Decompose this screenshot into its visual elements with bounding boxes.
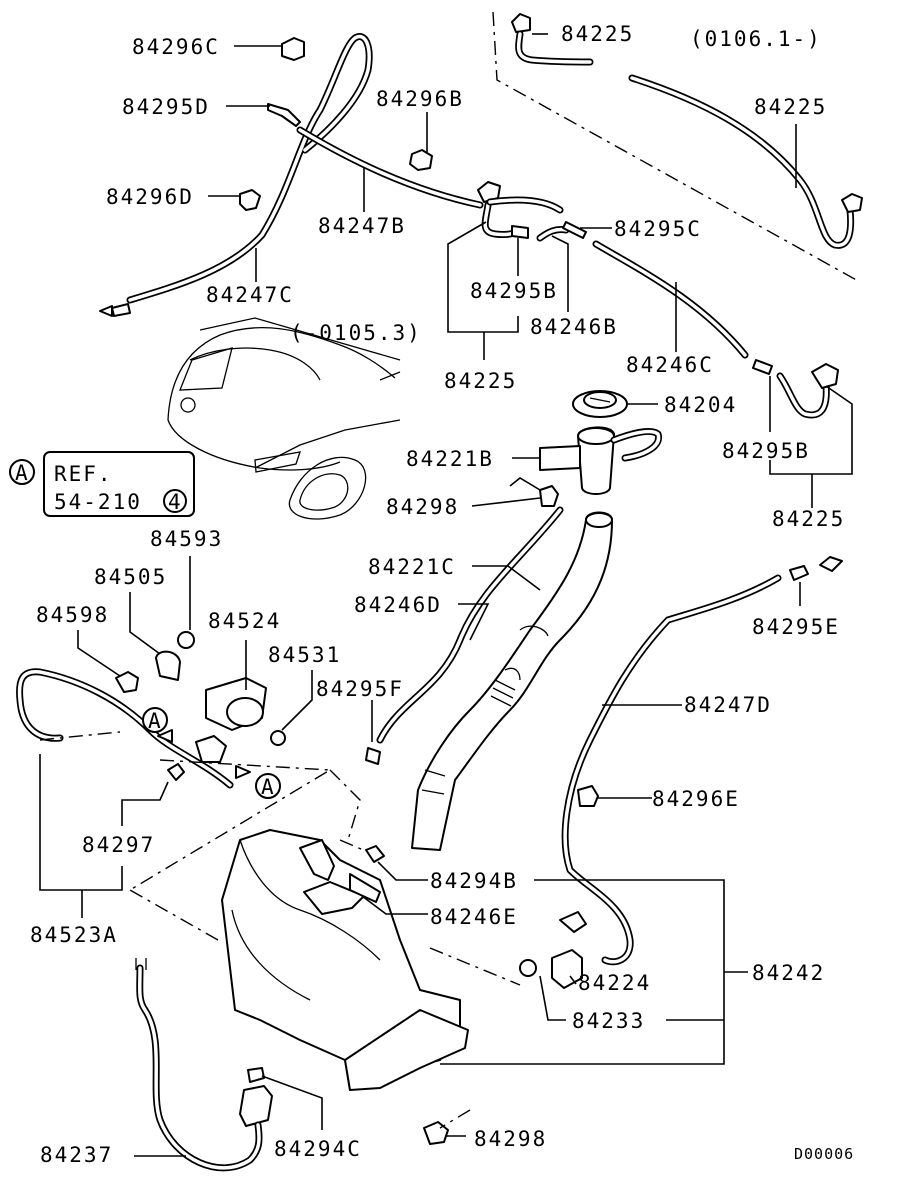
label-84298-top: 84298 — [386, 495, 459, 519]
joint-84295f — [365, 747, 381, 765]
label-84246d: 84246D — [354, 593, 442, 617]
date-range-divider — [492, 11, 861, 283]
marker-a1: A — [148, 709, 163, 733]
ref-sub-circle — [163, 489, 187, 513]
label-84295e: 84295E — [752, 615, 840, 639]
nozzle-84225-long — [628, 74, 863, 249]
ref-box — [43, 451, 195, 517]
label-84225-right: 84225 — [754, 95, 827, 119]
label-84221c: 84221C — [368, 555, 456, 579]
ref-marker: A — [15, 461, 30, 485]
label-84246e: 84246E — [430, 905, 518, 929]
clip-84296b — [409, 149, 433, 171]
cap-84204 — [572, 390, 628, 418]
marker-a2-circle — [255, 773, 281, 799]
label-84233: 84233 — [572, 1009, 645, 1033]
drawing-id: D00006 — [794, 1145, 854, 1163]
marker-a1-circle — [142, 707, 168, 733]
level-sensor-84294c — [239, 1085, 273, 1127]
marker-a2: A — [261, 775, 276, 799]
label-84296c: 84296C — [132, 35, 220, 59]
label-84296d: 84296D — [106, 185, 194, 209]
filler-neck — [411, 426, 663, 851]
washer-tank — [221, 829, 587, 1145]
label-84224: 84224 — [578, 971, 651, 995]
label-84225-mid: 84225 — [444, 369, 517, 393]
label-84298-bottom: 84298 — [474, 1127, 547, 1151]
drawing-layer — [16, 11, 863, 1172]
label-84225-top: 84225 — [561, 22, 634, 46]
assembly-lines — [39, 731, 521, 1129]
part-labels: 84296C 84295D 84296B 84296D 84247B 84247… — [30, 22, 854, 1167]
label-84505: 84505 — [94, 565, 167, 589]
label-84204: 84204 — [664, 393, 737, 417]
nozzle-84225-mid — [477, 181, 587, 242]
clip-84296e — [577, 785, 599, 807]
clip-84296d — [239, 189, 261, 211]
label-84246c: 84246C — [626, 353, 714, 377]
label-84531: 84531 — [268, 643, 341, 667]
label-84221b: 84221B — [406, 447, 494, 471]
nozzle-84225-top — [511, 13, 594, 66]
label-84295b-right: 84295B — [722, 439, 810, 463]
arrow-icon — [819, 556, 843, 572]
label-84523a: 84523A — [30, 923, 118, 947]
clip-84296c — [281, 37, 305, 61]
label-84294b: 84294B — [430, 869, 518, 893]
label-84295c: 84295C — [614, 217, 702, 241]
date-range-new: (0106.1-) — [690, 27, 822, 51]
label-84247b: 84247B — [318, 214, 406, 238]
ref-code: 54-210 — [54, 490, 142, 514]
ref-marker-circle — [9, 459, 35, 485]
label-84247c: 84247C — [206, 283, 294, 307]
label-84524: 84524 — [208, 609, 281, 633]
ref-sub: 4 — [168, 490, 183, 514]
label-84242: 84242 — [752, 961, 825, 985]
label-84295b-mid: 84295B — [470, 279, 558, 303]
vehicle-sketch — [167, 317, 401, 520]
ref-line: REF. — [54, 462, 113, 486]
joint-84294b — [365, 845, 385, 863]
pump-group — [115, 631, 286, 746]
grommet-84294c — [247, 1067, 265, 1083]
hose-84247d — [561, 556, 843, 966]
joint-84295d — [267, 103, 301, 127]
pump-84224 — [551, 911, 587, 989]
leader-lines — [39, 33, 853, 1157]
hose-84246c — [592, 240, 773, 375]
label-84296b: 84296B — [376, 87, 464, 111]
label-84237: 84237 — [40, 1143, 113, 1167]
hose-84247c — [99, 33, 373, 317]
label-84247d: 84247D — [684, 693, 772, 717]
nozzle-84225-right — [776, 363, 839, 419]
label-84246b: 84246B — [530, 315, 618, 339]
label-84296e: 84296E — [652, 787, 740, 811]
connection-markers: A A — [142, 707, 281, 799]
label-84598: 84598 — [36, 603, 109, 627]
label-84294c: 84294C — [274, 1137, 362, 1161]
date-range-old: (-0105.3) — [290, 321, 422, 345]
hose-84246d — [365, 506, 564, 765]
hose-84523a — [16, 668, 251, 789]
label-84593: 84593 — [150, 527, 223, 551]
label-84225-lowright: 84225 — [772, 507, 845, 531]
harness-84237 — [135, 958, 263, 1172]
grommet-84233 — [519, 959, 537, 977]
label-84295d: 84295D — [122, 95, 210, 119]
hose-84247b — [296, 126, 484, 209]
reference-callout: A REF. 54-210 4 — [9, 451, 195, 517]
arrow-icon — [99, 303, 131, 317]
label-84297: 84297 — [82, 833, 155, 857]
label-84295f: 84295F — [316, 677, 404, 701]
